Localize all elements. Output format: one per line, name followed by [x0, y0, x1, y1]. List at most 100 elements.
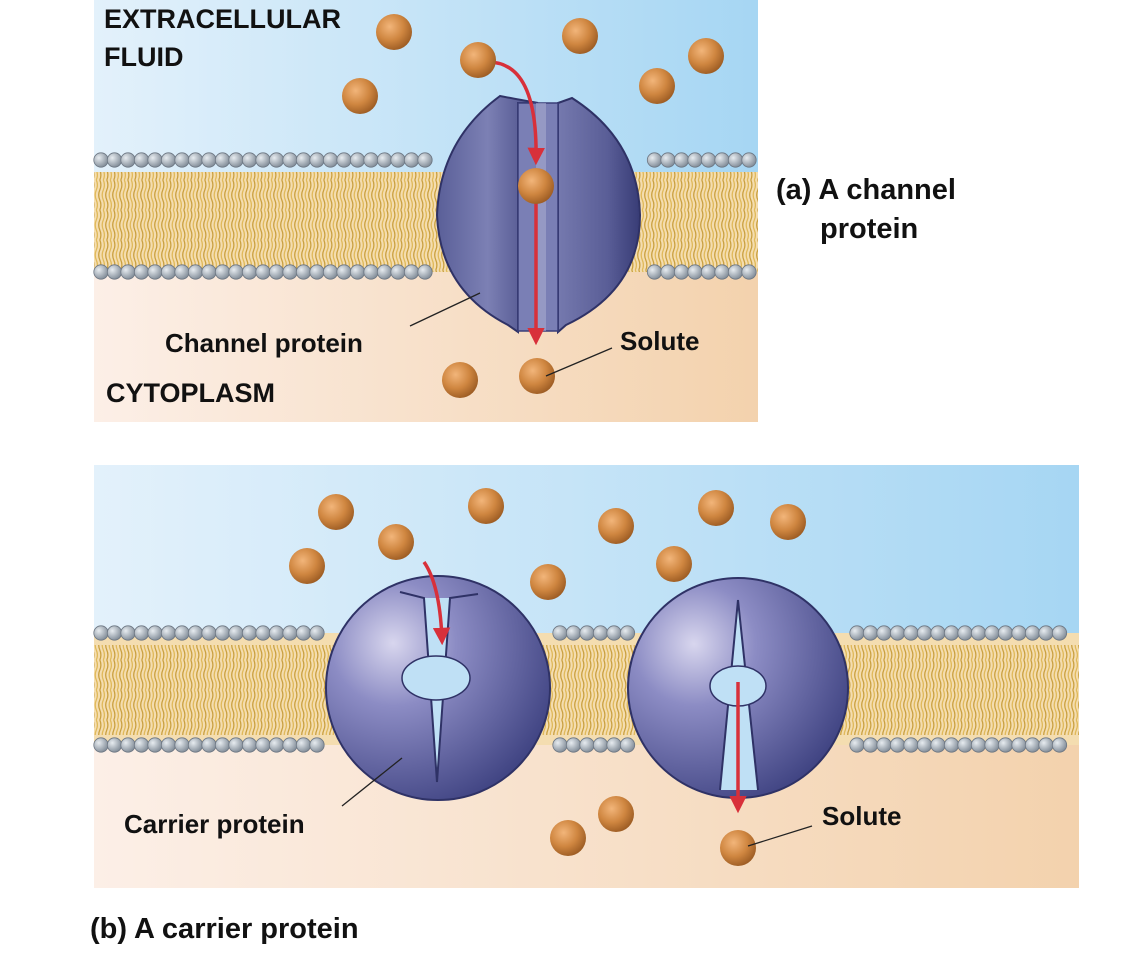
phospholipid-head: [241, 737, 258, 753]
phospholipid-head: [255, 264, 271, 280]
solute-molecule-icon: [289, 548, 325, 584]
phospholipid-head: [106, 625, 123, 641]
phospholipid-head: [322, 152, 339, 168]
phospholipid-head: [700, 264, 717, 280]
solute-molecule-icon: [639, 68, 675, 104]
solute-molecule-icon: [530, 564, 566, 600]
phospholipid-head: [160, 625, 177, 641]
phospholipid-head: [282, 737, 298, 753]
phospholipid-head: [889, 737, 906, 753]
phospholipid-head: [741, 152, 757, 168]
phospholipid-head: [417, 152, 433, 168]
phospholipid-head: [106, 152, 123, 168]
solute-molecule-icon: [720, 830, 756, 866]
phospholipid-head: [160, 264, 177, 280]
phospholipid-head: [1024, 737, 1041, 753]
phospholipid-head: [295, 152, 312, 168]
phospholipid-head: [187, 264, 204, 280]
phospholipid-head: [984, 737, 1000, 753]
phospholipid-head: [336, 264, 352, 280]
phospholipid-head: [174, 737, 190, 753]
phospholipid-head: [106, 264, 123, 280]
phospholipid-head: [714, 264, 730, 280]
solute-label-a: Solute: [620, 326, 699, 356]
phospholipid-head: [619, 737, 636, 753]
carrier-protein-label: Carrier protein: [124, 809, 305, 839]
phospholipid-head: [295, 625, 312, 641]
phospholipid-head: [363, 264, 379, 280]
solutes-a: [342, 14, 724, 398]
solute-molecule-icon: [460, 42, 496, 78]
phospholipid-head: [687, 264, 703, 280]
phospholipid-head: [1011, 737, 1027, 753]
solute-molecule-icon: [376, 14, 412, 50]
phospholipid-head: [309, 264, 325, 280]
solute-molecule-icon: [378, 524, 414, 560]
phospholipid-head: [943, 625, 960, 641]
phospholipid-head: [619, 625, 636, 641]
phospholipid-head: [660, 152, 676, 168]
phospholipid-head: [903, 625, 919, 641]
phospholipid-head: [174, 152, 190, 168]
cytoplasm-region-b: [94, 745, 1079, 888]
phospholipid-head: [147, 264, 163, 280]
phospholipid-head: [660, 264, 676, 280]
phospholipid-head: [133, 737, 150, 753]
channel-protein: [435, 94, 642, 335]
phospholipid-heads-a: [93, 152, 757, 280]
extracellular-fluid-region-b: [94, 465, 1079, 633]
phospholipid-head: [255, 625, 271, 641]
phospholipid-head: [268, 625, 285, 641]
phospholipid-head: [282, 152, 298, 168]
phospholipid-head: [943, 737, 960, 753]
phospholipid-head: [646, 152, 663, 168]
phospholipid-head: [579, 625, 595, 641]
solute-molecule-icon: [550, 820, 586, 856]
phospholipid-head: [349, 264, 366, 280]
solute-molecule-icon: [318, 494, 354, 530]
phospholipid-head: [133, 264, 150, 280]
phospholipid-head: [984, 625, 1000, 641]
phospholipid-head: [1011, 625, 1027, 641]
phospholipid-head: [228, 264, 244, 280]
phospholipid-head: [916, 737, 933, 753]
phospholipid-head: [727, 152, 744, 168]
phospholipid-head: [160, 152, 177, 168]
phospholipid-head: [147, 152, 163, 168]
cytoplasm-region: [94, 272, 758, 422]
phospholipid-head: [309, 737, 325, 753]
phospholipid-head: [957, 737, 973, 753]
phospholipid-head: [214, 737, 231, 753]
phospholipid-head: [1051, 737, 1068, 753]
phospholipid-head: [228, 625, 244, 641]
phospholipid-head: [552, 737, 568, 753]
solute-molecule-icon: [562, 18, 598, 54]
carrier-protein-open-out: [325, 575, 551, 801]
phospholipid-head: [214, 152, 231, 168]
phospholipid-head: [876, 737, 892, 753]
phospholipid-head: [309, 625, 325, 641]
phospholipid-head: [201, 152, 217, 168]
solute-molecule-icon: [519, 358, 555, 394]
lipid-tails-b: [94, 645, 1079, 735]
solutes-b: [289, 488, 806, 866]
lipid-tails-a: [94, 172, 758, 272]
phospholipid-head: [120, 737, 136, 753]
phospholipid-head: [849, 737, 865, 753]
phospholipid-head: [727, 264, 744, 280]
carrier-protein-leader: [341, 757, 403, 807]
phospholipid-head: [862, 737, 879, 753]
phospholipid-head: [862, 625, 879, 641]
phospholipid-head: [889, 625, 906, 641]
phospholipid-head: [120, 152, 136, 168]
phospholipid-head: [322, 264, 339, 280]
phospholipid-head: [552, 625, 568, 641]
extracellular-fluid-label: EXTRACELLULAR: [104, 4, 341, 34]
phospholipid-head: [147, 737, 163, 753]
extracellular-fluid-label-2: FLUID: [104, 42, 183, 72]
solute-label-b: Solute: [822, 801, 901, 831]
phospholipid-head: [120, 264, 136, 280]
phospholipid-head: [673, 264, 690, 280]
phospholipid-head: [214, 625, 231, 641]
phospholipid-head: [930, 625, 946, 641]
